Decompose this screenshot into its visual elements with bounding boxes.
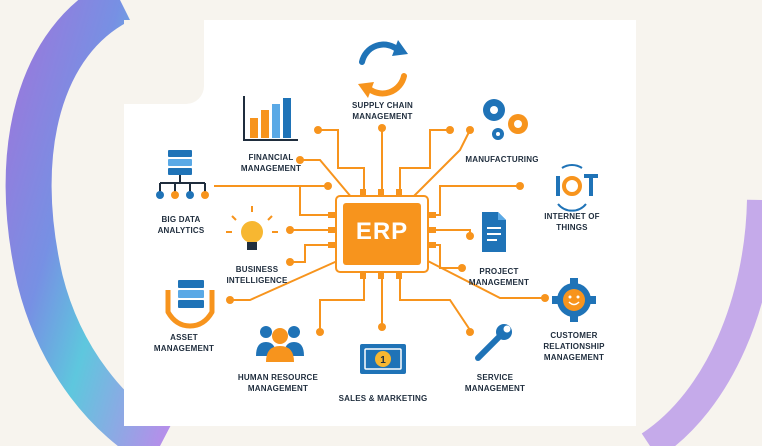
lightbulb-icon [226,206,278,250]
connector-br [421,257,545,299]
crm-line3: MANAGEMENT [543,353,605,362]
money-icon: 1 [360,344,406,374]
business-intelligence-label: BUSINESS INTELLIGENCE [222,264,292,286]
iot-line1: INTERNET OF [544,212,600,221]
bi-line2: INTELLIGENCE [226,276,288,285]
project-line1: PROJECT [479,267,519,276]
crm-label: CUSTOMER RELATIONSHIP MANAGEMENT [538,330,610,363]
crm-line2: RELATIONSHIP [543,342,605,351]
connector-bl [230,257,345,301]
human-resource-label: HUMAN RESOURCE MANAGEMENT [232,372,324,394]
financial-line1: FINANCIAL [248,153,294,162]
financial-chart-icon [243,96,298,141]
money-icon-text: 1 [380,355,386,366]
document-icon [482,212,506,252]
supply-chain-label: SUPPLY CHAIN MANAGEMENT [345,100,420,122]
hr-line2: MANAGEMENT [247,384,309,393]
gears-icon [483,99,528,140]
supply-chain-icon [358,40,408,98]
connector-bottom-2 [319,270,365,330]
bi-line1: BUSINESS [235,265,279,274]
card-corner [124,20,204,104]
sales-label: SALES & MARKETING [338,393,428,404]
service-line1: SERVICE [476,373,514,382]
manufacturing-line1: MANUFACTURING [465,155,539,164]
connector-dots [226,124,549,336]
connector-top-3 [399,129,450,198]
connector-right-1 [422,185,520,216]
big-data-line2: ANALYTICS [157,226,205,235]
big-data-icon [156,150,209,199]
project-label: PROJECT MANAGEMENT [466,266,532,288]
wrench-icon [475,324,512,361]
iot-label: INTERNET OF THINGS [540,211,604,233]
big-data-label: BIG DATA ANALYTICS [152,214,210,236]
crm-line1: CUSTOMER [550,331,598,340]
financial-label: FINANCIAL MANAGEMENT [238,152,304,174]
financial-line2: MANAGEMENT [240,164,302,173]
supply-chain-line1: SUPPLY CHAIN [351,101,414,110]
big-data-line1: BIG DATA [161,215,201,224]
connector-lines [214,129,545,331]
hr-line1: HUMAN RESOURCE [237,373,319,382]
people-icon [256,326,304,362]
asset-label: ASSET MANAGEMENT [148,332,220,354]
connector-top-2 [318,129,365,198]
service-line2: MANAGEMENT [464,384,526,393]
erp-chip [328,189,436,279]
connector-tl [300,159,353,199]
erp-center-label: ERP [355,218,409,245]
connector-tr [411,129,471,199]
supply-chain-line2: MANAGEMENT [352,112,413,121]
asset-line2: MANAGEMENT [153,344,215,353]
asset-hands-icon [165,280,215,329]
connector-left-3 [290,244,344,263]
asset-line1: ASSET [170,333,198,342]
crm-gear-icon [552,278,596,322]
project-line2: MANAGEMENT [468,278,530,287]
iot-line2: THINGS [556,223,588,232]
manufacturing-label: MANUFACTURING [464,154,540,165]
sales-line1: SALES & MARKETING [338,394,428,403]
iot-icon [556,163,598,212]
connector-bottom-3 [399,270,471,331]
service-label: SERVICE MANAGEMENT [460,372,530,394]
